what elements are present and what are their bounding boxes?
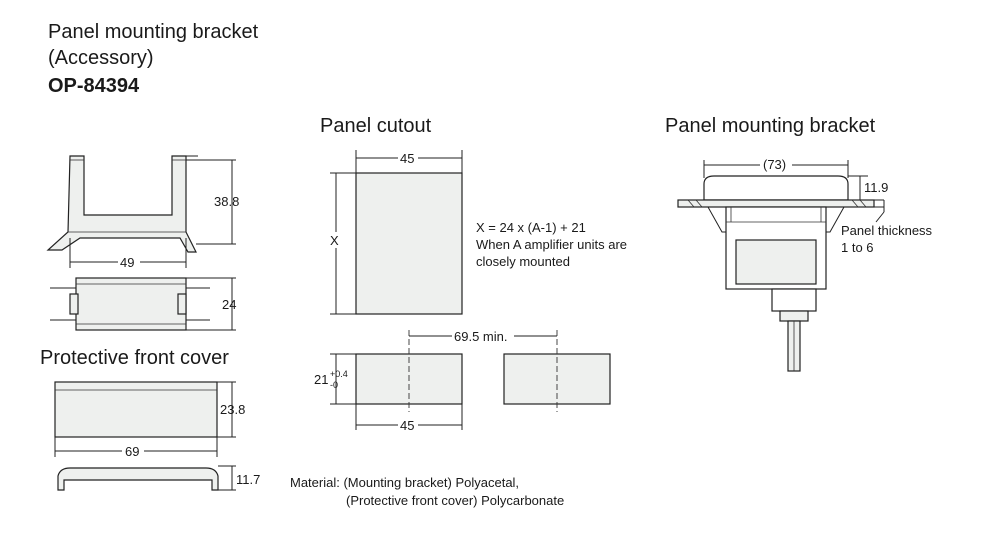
- formula-note: X = 24 x (A-1) + 21: [476, 220, 586, 235]
- panel-cutout-pair: [330, 330, 611, 430]
- bracket-width-dim: 49: [120, 255, 134, 270]
- title-line-2: (Accessory): [48, 47, 154, 69]
- formula-note-line-3: closely mounted: [476, 254, 570, 269]
- tolerance-plus: +0.4: [330, 369, 348, 379]
- material-note-line-1: Material: (Mounting bracket) Polyacetal,: [290, 475, 520, 490]
- cover-front-view: [54, 381, 236, 457]
- mount-width-dim: (73): [763, 157, 786, 172]
- cover-depth-dim: 11.7: [236, 472, 260, 487]
- material-note-line-2: (Protective front cover) Polycarbonate: [346, 493, 565, 508]
- panel-thickness-label: Panel thickness: [841, 223, 933, 238]
- mount-height-dim: 11.9: [864, 180, 888, 195]
- bracket-depth-dim: 24: [222, 297, 236, 312]
- part-number: OP-84394: [48, 75, 140, 97]
- panel-mounting-bracket-heading: Panel mounting bracket: [665, 115, 876, 137]
- mounting-assembly-view: [677, 160, 885, 372]
- tolerance-minus: -0: [330, 380, 338, 390]
- bracket-top-view: [50, 277, 236, 331]
- cutout-x-dim: X: [330, 233, 339, 248]
- cover-height-dim: 23.8: [220, 402, 245, 417]
- cutout-width-top-dim: 45: [400, 151, 414, 166]
- cutout-width-bottom-dim: 45: [400, 418, 414, 433]
- title-line-1: Panel mounting bracket: [48, 21, 259, 43]
- panel-cutout-heading: Panel cutout: [320, 115, 432, 137]
- cutout-height-dim: 21: [314, 372, 328, 387]
- bracket-front-view: [46, 155, 236, 268]
- protective-front-cover-heading: Protective front cover: [40, 347, 229, 369]
- formula-note-line-2: When A amplifier units are: [476, 237, 628, 252]
- pitch-dim: 69.5 min.: [454, 329, 507, 344]
- panel-thickness-range: 1 to 6: [841, 240, 874, 255]
- cover-width-dim: 69: [125, 444, 139, 459]
- cover-side-view: [57, 465, 236, 491]
- panel-cutout-view: [330, 150, 463, 315]
- bracket-height-dim: 38.8: [214, 194, 239, 209]
